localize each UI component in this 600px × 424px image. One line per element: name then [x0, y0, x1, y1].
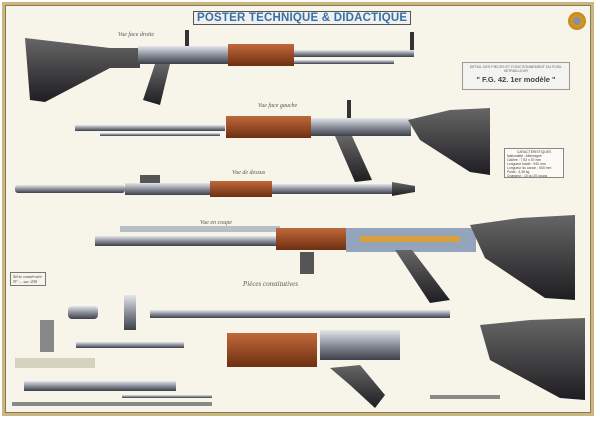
serie-line2: N° ... sur 200 [13, 279, 38, 284]
label-cut-view: Vue en coupe [200, 220, 232, 226]
poster-title: POSTER TECHNIQUE & DIDACTIQUE [193, 11, 412, 25]
spec-line: Poids : 4,38 kg [507, 170, 530, 174]
publisher-seal-logo [568, 12, 586, 30]
rifle-cutaway-view [95, 215, 575, 303]
spec-line: Chargeur : 10 ou 20 coups [507, 174, 548, 178]
label-parts: Pièces constitutives [243, 280, 299, 288]
spec-line: Nationalité : Allemagne [507, 154, 542, 158]
rifle-right-view [25, 30, 414, 105]
rifle-left-view [75, 100, 490, 182]
label-right-view: Vue face droite [118, 32, 154, 38]
spec-line: Longueur du canon : 500 mm [507, 166, 552, 170]
model-box: DETAIL DES PIECES ET FONCTIONNEMENT DU F… [462, 62, 570, 90]
model-subtitle: DETAIL DES PIECES ET FONCTIONNEMENT DU F… [469, 65, 563, 73]
spec-line: Longueur totale : 940 mm [507, 162, 546, 166]
label-left-view: Vue face gauche [258, 103, 298, 109]
exploded-parts [12, 295, 585, 408]
rifle-top-view [15, 175, 415, 197]
serie-line1: Série numérotée [13, 274, 43, 279]
spec-line: Calibre : 7,92 x 57 mm [507, 158, 542, 162]
specifications-box: CARACTERISTIQUES Nationalité : Allemagne… [504, 148, 564, 178]
model-name: " F.G. 42. 1er modèle " [476, 75, 556, 84]
label-top-view: Vue de dessus [232, 170, 266, 176]
specs-heading: CARACTERISTIQUES [516, 150, 552, 154]
serial-number-box: Série numérotée N° ... sur 200 [10, 272, 46, 286]
